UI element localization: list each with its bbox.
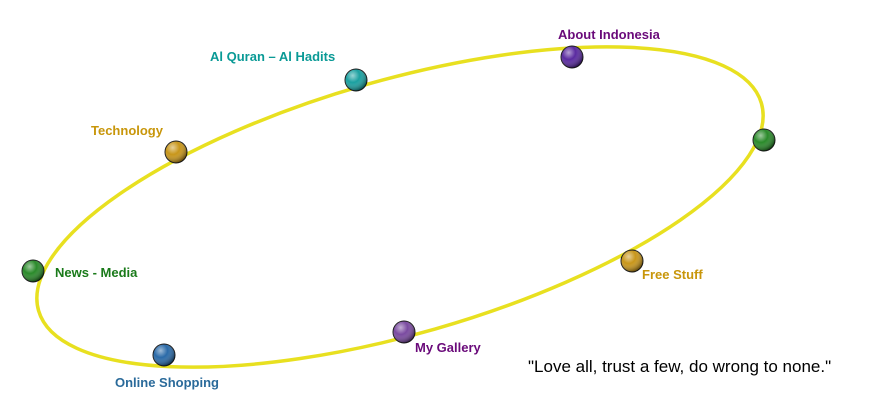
planet-al-quran[interactable] [344, 68, 368, 92]
planet-shading [621, 250, 643, 272]
orbit-ring [35, 45, 765, 369]
link-my-gallery[interactable]: My Gallery [415, 340, 481, 355]
planet-shading [165, 141, 187, 163]
planet-about-indonesia[interactable] [560, 45, 584, 69]
planet-shading [345, 69, 367, 91]
link-free-stuff[interactable]: Free Stuff [642, 267, 703, 282]
link-news-media[interactable]: News - Media [55, 265, 138, 280]
motto-quote: "Love all, trust a few, do wrong to none… [528, 357, 832, 376]
link-technology[interactable]: Technology [91, 123, 163, 138]
planet-unlabeled[interactable] [752, 128, 776, 152]
link-about-indonesia[interactable]: About Indonesia [558, 27, 660, 42]
planet-news-media[interactable] [21, 259, 45, 283]
planet-my-gallery[interactable] [392, 320, 416, 344]
planet-shading [393, 321, 415, 343]
planet-technology[interactable] [164, 140, 188, 164]
link-online-shopping[interactable]: Online Shopping [115, 375, 219, 390]
planet-shading [153, 344, 175, 366]
planet-shading [22, 260, 44, 282]
planet-online-shopping[interactable] [152, 343, 176, 367]
planet-shading [561, 46, 583, 68]
planet-shading [753, 129, 775, 151]
planet-free-stuff[interactable] [620, 249, 644, 273]
link-al-quran-al-hadits[interactable]: Al Quran – Al Hadits [210, 49, 336, 64]
